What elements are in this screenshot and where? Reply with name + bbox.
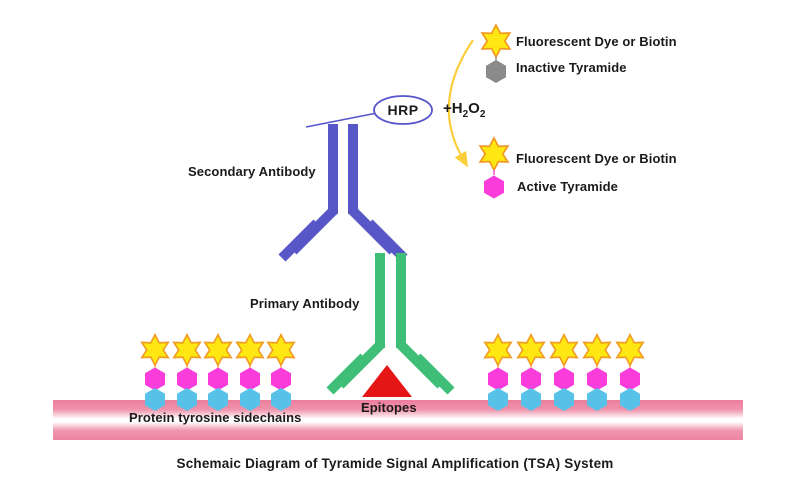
tyrosine-hexagon-icon <box>488 388 508 411</box>
tyrosine-hexagon-icon <box>554 388 574 411</box>
inactive-tyramide-label: Inactive Tyramide <box>516 60 627 75</box>
star-icon <box>203 333 233 367</box>
tyrosine-unit <box>549 333 579 411</box>
tyrosine-unit <box>516 333 546 411</box>
tyrosine-unit <box>203 333 233 411</box>
active-tyramide-hexagon-icon <box>554 367 574 391</box>
hrp-ellipse <box>373 95 433 125</box>
inactive-tyramide-unit <box>481 24 511 83</box>
tyrosine-hexagon-icon <box>177 388 197 411</box>
tyrosine-hexagon-icon <box>208 388 228 411</box>
h2o2-label: +H2O2 <box>443 100 486 120</box>
tyrosine-unit <box>582 333 612 411</box>
active-tyramide-hexagon-icon <box>145 367 165 391</box>
active-tyramide-hexagon-icon <box>484 175 504 199</box>
secondary-antibody-label: Secondary Antibody <box>188 164 316 179</box>
star-icon <box>479 137 509 171</box>
star-icon <box>235 333 265 367</box>
active-tyramide-hexagon-icon <box>521 367 541 391</box>
star-icon <box>140 333 170 367</box>
tyrosine-unit <box>172 333 202 411</box>
tyrosine-unit <box>483 333 513 411</box>
tyrosine-hexagon-icon <box>620 388 640 411</box>
primary-antibody-label: Primary Antibody <box>250 296 360 311</box>
epitope-triangle <box>362 365 412 397</box>
star-icon <box>172 333 202 367</box>
inactive-tyramide-hexagon-icon <box>486 60 506 83</box>
tyrosine-hexagon-icon <box>145 388 165 411</box>
tyrosine-unit <box>266 333 296 411</box>
active-tyramide-hexagon-icon <box>587 367 607 391</box>
active-tyramide-hexagon-icon <box>240 367 260 391</box>
protein-tyrosine-label: Protein tyrosine sidechains <box>129 410 302 425</box>
hrp-connector-line <box>305 112 378 128</box>
tyrosine-hexagon-icon <box>271 388 291 411</box>
primary-antibody-shape <box>326 253 455 395</box>
star-icon <box>549 333 579 367</box>
star-icon <box>266 333 296 367</box>
membrane-units <box>140 333 645 411</box>
tyrosine-unit <box>615 333 645 411</box>
star-icon <box>483 333 513 367</box>
secondary-antibody-shape <box>278 124 408 262</box>
reaction-arrow <box>447 39 474 168</box>
epitopes-label: Epitopes <box>361 400 417 415</box>
star-icon <box>582 333 612 367</box>
tyrosine-hexagon-icon <box>240 388 260 411</box>
hrp-label: HRP <box>387 102 419 118</box>
tyrosine-hexagon-icon <box>521 388 541 411</box>
tyrosine-unit <box>235 333 265 411</box>
star-icon <box>615 333 645 367</box>
active-tyramide-unit <box>479 137 509 199</box>
active-tyramide-hexagon-icon <box>271 367 291 391</box>
tyrosine-unit <box>140 333 170 411</box>
tyrosine-hexagon-icon <box>587 388 607 411</box>
fluorescent-dye-label-top: Fluorescent Dye or Biotin <box>516 34 677 49</box>
active-tyramide-hexagon-icon <box>488 367 508 391</box>
active-tyramide-hexagon-icon <box>208 367 228 391</box>
active-tyramide-label: Active Tyramide <box>517 179 618 194</box>
diagram-caption: Schemaic Diagram of Tyramide Signal Ampl… <box>176 456 614 471</box>
active-tyramide-hexagon-icon <box>620 367 640 391</box>
star-icon <box>516 333 546 367</box>
star-icon <box>481 24 511 58</box>
fluorescent-dye-label-bottom: Fluorescent Dye or Biotin <box>516 151 677 166</box>
active-tyramide-hexagon-icon <box>177 367 197 391</box>
